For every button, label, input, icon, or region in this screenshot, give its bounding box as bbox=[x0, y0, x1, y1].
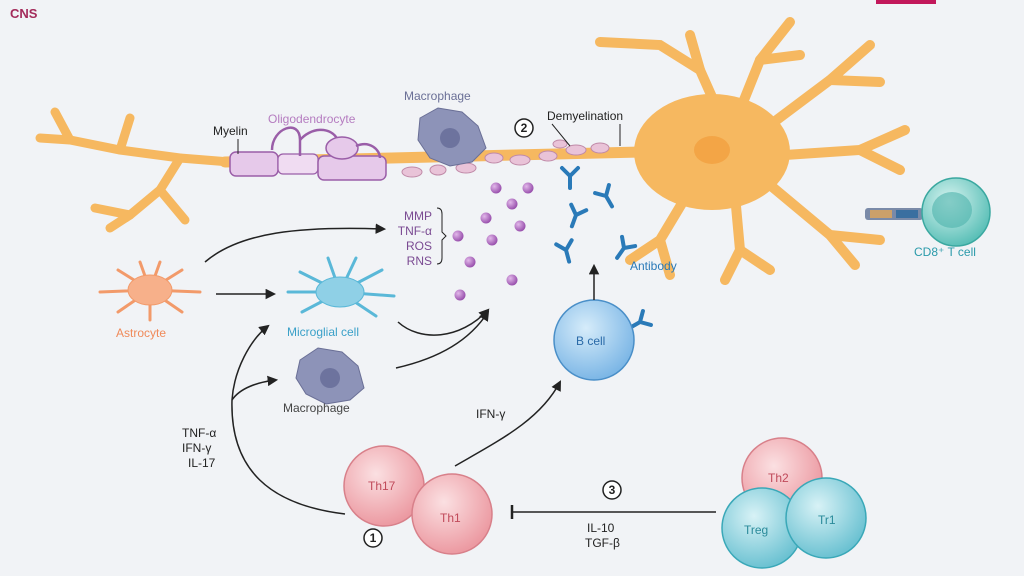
tr1-cell bbox=[785, 477, 867, 559]
microglial-cell bbox=[286, 256, 396, 318]
arrows bbox=[204, 223, 716, 519]
step-3-marker bbox=[602, 480, 622, 500]
cytokine-bottom-il10: IL-10 bbox=[587, 521, 615, 535]
cytokine-left-ifn: IFN-γ bbox=[182, 441, 211, 455]
cytokine-left-tnf: TNF-α bbox=[182, 426, 216, 440]
cd8-t-cell bbox=[921, 177, 991, 247]
macrophage-mid bbox=[295, 347, 365, 405]
th17-label: Th17 bbox=[368, 479, 396, 493]
macrophage-top-label: Macrophage bbox=[404, 89, 471, 103]
arrow-astrocyte-to-mediators bbox=[204, 223, 387, 263]
th1-cell bbox=[411, 473, 493, 555]
cytokine-left-il17: IL-17 bbox=[188, 456, 216, 470]
tr1-label: Tr1 bbox=[818, 513, 836, 527]
demyelination-label: Demyelination bbox=[547, 109, 623, 123]
mediator-tnf: TNF-α bbox=[398, 224, 432, 238]
microglial-cell-label: Microglial cell bbox=[287, 325, 359, 339]
astrocyte-label: Astrocyte bbox=[116, 326, 166, 340]
step-3-label: 3 bbox=[609, 483, 616, 497]
microglial-body bbox=[315, 276, 365, 308]
th2-label: Th2 bbox=[768, 471, 789, 485]
th1-label: Th1 bbox=[440, 511, 461, 525]
step-2-label: 2 bbox=[521, 121, 528, 135]
cd8-t-cell-label: CD8⁺ T cell bbox=[914, 245, 976, 259]
macrophage-top bbox=[417, 107, 487, 167]
macrophage-mid-label: Macrophage bbox=[283, 401, 350, 415]
arrow-th-to-bcell bbox=[454, 380, 561, 467]
arrow-microglia-to-particles bbox=[397, 308, 490, 336]
mediator-ros: ROS bbox=[406, 239, 432, 253]
b-cell-label: B cell bbox=[576, 334, 605, 348]
corner-marker bbox=[876, 0, 936, 4]
step-2-marker bbox=[514, 118, 534, 138]
myelin-label: Myelin bbox=[213, 124, 248, 138]
mediator-rns: RNS bbox=[407, 254, 432, 268]
step-1-marker bbox=[363, 528, 383, 548]
oligodendrocyte-label: Oligodendrocyte bbox=[268, 112, 356, 126]
particles bbox=[452, 182, 534, 301]
mediator-mmp: MMP bbox=[404, 209, 432, 223]
myelin-fragments bbox=[401, 139, 610, 178]
title: CNS bbox=[10, 6, 38, 21]
oligodendrocyte bbox=[270, 126, 382, 160]
arrow-th-to-macrophage bbox=[231, 375, 279, 401]
arrow-macrophage-to-particles bbox=[395, 310, 490, 369]
astrocyte-body bbox=[127, 274, 173, 306]
treg-label: Treg bbox=[744, 523, 768, 537]
neuron bbox=[35, 17, 923, 285]
antibody-label: Antibody bbox=[630, 259, 677, 273]
arrow-th-to-microglia bbox=[231, 324, 346, 515]
step-1-label: 1 bbox=[370, 531, 377, 545]
ifn-gamma-label: IFN-γ bbox=[476, 407, 505, 421]
myelin-sheath bbox=[229, 151, 387, 181]
mediators-list: MMP TNF-α ROS RNS bbox=[398, 207, 447, 268]
cytokine-bottom-tgf: TGF-β bbox=[585, 536, 620, 550]
